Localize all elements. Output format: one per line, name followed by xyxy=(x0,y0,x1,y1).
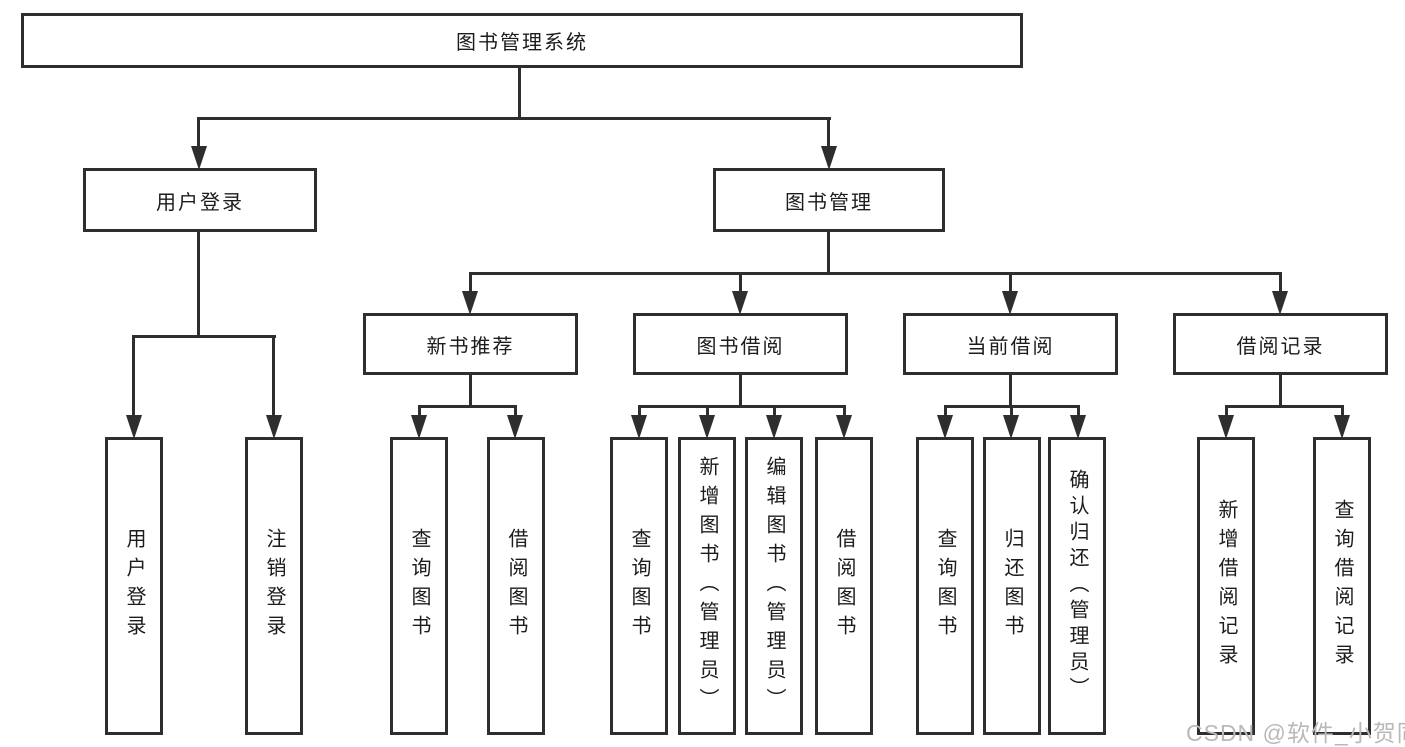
arrowhead-down-icon xyxy=(191,146,207,170)
leaf-cb-confirm-return-admin: 确认归还（管理员） xyxy=(1048,437,1106,735)
arrowhead-down-icon xyxy=(1272,291,1288,315)
connector-bar-book-borrow xyxy=(638,405,846,408)
node-label: 用户登录 xyxy=(156,191,244,214)
connector-stub xyxy=(469,272,472,294)
connector-stub xyxy=(1077,405,1080,417)
leaf-nb-query-books: 查询图书 xyxy=(390,437,448,735)
connector-stub xyxy=(418,405,421,417)
node-label: 查询图书 xyxy=(934,528,956,644)
node-label: 查询图书 xyxy=(408,528,430,644)
node-label: 图书管理系统 xyxy=(456,32,588,54)
node-current-borrow: 当前借阅 xyxy=(903,313,1118,375)
leaf-nb-borrow-books: 借阅图书 xyxy=(487,437,545,735)
arrowhead-down-icon xyxy=(1003,415,1019,439)
connector-stub xyxy=(1010,405,1013,417)
arrowhead-down-icon xyxy=(126,415,142,439)
leaf-logout: 注销登录 xyxy=(245,437,303,735)
connector-bar-user-login xyxy=(132,335,276,338)
node-label: 新增借阅记录 xyxy=(1215,499,1237,673)
connector-stem-book-borrow xyxy=(739,374,742,408)
connector-stub xyxy=(1279,272,1282,294)
connector-stub xyxy=(739,272,742,294)
connector-stem-book-mgmt xyxy=(827,232,830,275)
arrowhead-down-icon xyxy=(1218,415,1234,439)
connector-bar-borrow-records xyxy=(1225,405,1344,408)
connector-stem-current-borrow xyxy=(1009,374,1012,408)
arrowhead-down-icon xyxy=(766,415,782,439)
node-new-book-recommend: 新书推荐 xyxy=(363,313,578,375)
node-label: 确认归还（管理员） xyxy=(1066,469,1088,703)
arrowhead-down-icon xyxy=(937,415,953,439)
node-label: 归还图书 xyxy=(1001,528,1023,644)
arrowhead-down-icon xyxy=(1334,415,1350,439)
node-label: 新增图书（管理员） xyxy=(696,455,718,717)
arrowhead-down-icon xyxy=(821,146,837,170)
connector-stub xyxy=(843,405,846,417)
leaf-bb-borrow-books: 借阅图书 xyxy=(815,437,873,735)
leaf-cb-return-books: 归还图书 xyxy=(983,437,1041,735)
arrowhead-down-icon xyxy=(732,291,748,315)
arrowhead-down-icon xyxy=(462,291,478,315)
connector-stub xyxy=(1341,405,1344,417)
leaf-cb-query-books: 查询图书 xyxy=(916,437,974,735)
connector-stem-new-book xyxy=(469,374,472,408)
node-label: 图书借阅 xyxy=(696,335,785,358)
connector-stem-user-login xyxy=(197,232,200,338)
leaf-br-query-record: 查询借阅记录 xyxy=(1313,437,1371,735)
connector-bar-level2 xyxy=(198,117,831,120)
leaf-user-login: 用户登录 xyxy=(105,437,163,735)
connector-stub xyxy=(944,405,947,417)
node-label: 借阅图书 xyxy=(505,528,527,644)
node-label: 借阅记录 xyxy=(1236,335,1325,358)
connector-stub xyxy=(638,405,641,417)
arrowhead-down-icon xyxy=(1070,415,1086,439)
arrowhead-down-icon xyxy=(836,415,852,439)
arrowhead-down-icon xyxy=(507,415,523,439)
node-label: 查询图书 xyxy=(628,528,650,644)
connector-stub xyxy=(1225,405,1228,417)
arrowhead-down-icon xyxy=(411,415,427,439)
node-label: 编辑图书（管理员） xyxy=(763,455,785,717)
connector-stub xyxy=(197,117,200,150)
leaf-bb-query-books: 查询图书 xyxy=(610,437,668,735)
connector-stub xyxy=(827,117,830,150)
node-user-login: 用户登录 xyxy=(83,168,317,232)
arrowhead-down-icon xyxy=(699,415,715,439)
connector-stub xyxy=(272,335,275,417)
connector-bar-level3 xyxy=(469,272,1282,275)
node-book-management: 图书管理 xyxy=(713,168,945,232)
connector-stub xyxy=(773,405,776,417)
arrowhead-down-icon xyxy=(266,415,282,439)
node-label: 用户登录 xyxy=(123,528,145,644)
arrowhead-down-icon xyxy=(631,415,647,439)
node-borrow-records: 借阅记录 xyxy=(1173,313,1388,375)
node-book-borrow: 图书借阅 xyxy=(633,313,848,375)
node-label: 图书管理 xyxy=(785,191,873,214)
leaf-bb-add-books-admin: 新增图书（管理员） xyxy=(678,437,736,735)
node-label: 新书推荐 xyxy=(426,335,515,358)
node-label: 查询借阅记录 xyxy=(1331,499,1353,673)
leaf-br-add-record: 新增借阅记录 xyxy=(1197,437,1255,735)
leaf-bb-edit-books-admin: 编辑图书（管理员） xyxy=(745,437,803,735)
arrowhead-down-icon xyxy=(1002,291,1018,315)
connector-stub xyxy=(1009,272,1012,294)
node-label: 当前借阅 xyxy=(966,335,1055,358)
node-library-management-system: 图书管理系统 xyxy=(21,13,1023,68)
csdn-watermark: CSDN @软件_小贺同学 xyxy=(1186,720,1405,746)
connector-trunk xyxy=(518,68,521,120)
connector-bar-new-book xyxy=(418,405,517,408)
connector-stub xyxy=(132,335,135,417)
node-label: 注销登录 xyxy=(263,528,285,644)
node-label: 借阅图书 xyxy=(833,528,855,644)
connector-stub xyxy=(514,405,517,417)
connector-stem-borrow-records xyxy=(1279,374,1282,408)
connector-stub xyxy=(706,405,709,417)
